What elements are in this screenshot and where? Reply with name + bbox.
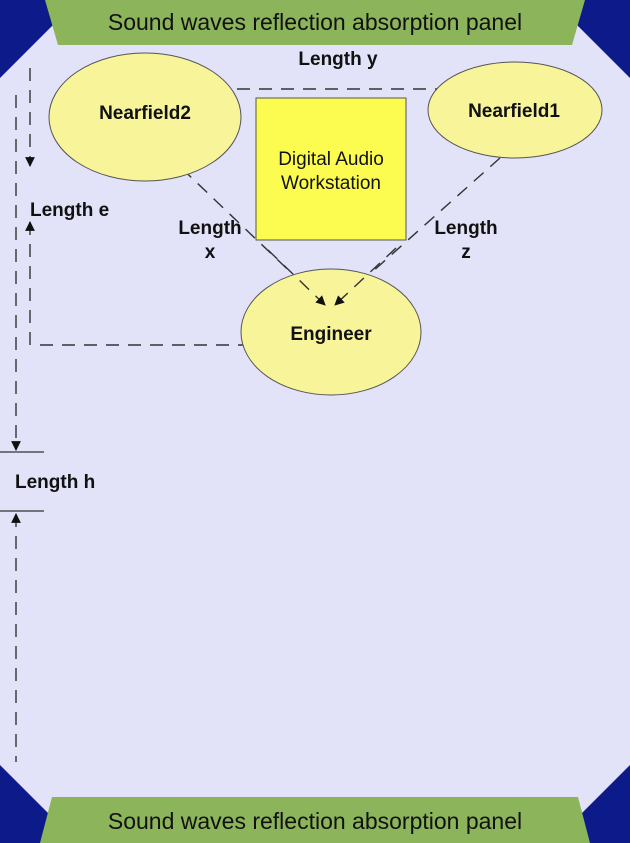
nearfield1-label: Nearfield1 bbox=[468, 101, 560, 122]
top-absorption-panel bbox=[45, 0, 585, 45]
length-z-label-line1: Length bbox=[434, 218, 497, 239]
length-z-label-line2: z bbox=[461, 242, 471, 263]
daw-label-line1: Digital Audio bbox=[278, 149, 384, 170]
bottom-panel-label: Sound waves reflection absorption panel bbox=[108, 808, 522, 834]
daw-label-line2: Workstation bbox=[281, 173, 381, 194]
length-x-line-overlay bbox=[267, 249, 326, 306]
length-x-label-line1: Length bbox=[178, 218, 241, 239]
top-panel-label: Sound waves reflection absorption panel bbox=[108, 9, 522, 35]
length-z-line-overlay bbox=[334, 247, 397, 306]
length-y-label: Length y bbox=[298, 49, 378, 70]
bottom-absorption-panel bbox=[40, 797, 590, 843]
nearfield2-speaker bbox=[48, 52, 242, 182]
nearfield2-label: Nearfield2 bbox=[99, 103, 191, 124]
nearfield1-speaker bbox=[427, 61, 603, 159]
digital-audio-workstation bbox=[255, 97, 407, 241]
length-x-label-line2: x bbox=[205, 242, 216, 263]
engineer-position bbox=[240, 268, 422, 396]
engineer-label: Engineer bbox=[290, 324, 372, 345]
length-e-label: Length e bbox=[30, 200, 109, 221]
length-h-label: Length h bbox=[15, 472, 95, 493]
